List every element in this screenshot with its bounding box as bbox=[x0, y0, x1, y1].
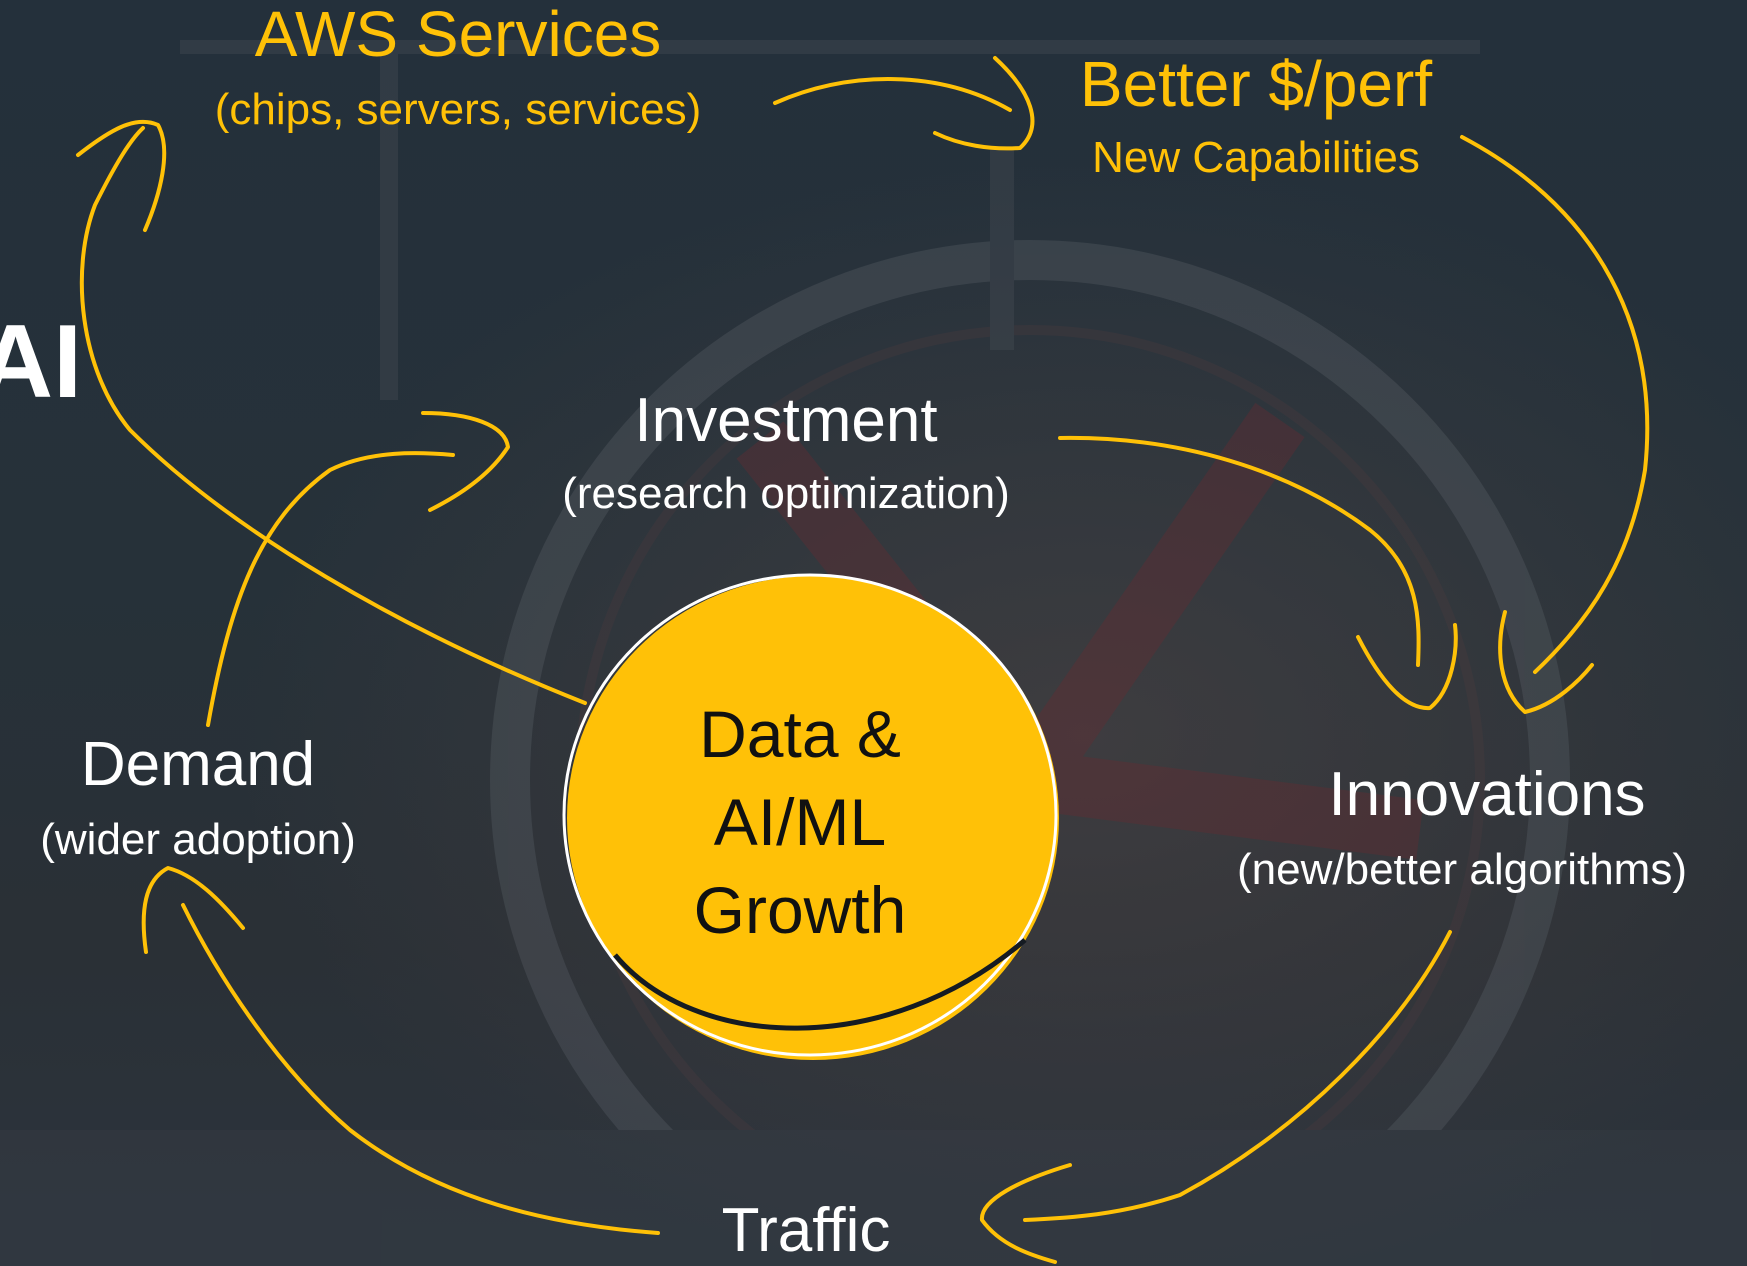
center-line-3: Growth bbox=[693, 873, 907, 947]
arrowhead-demand-to-investment bbox=[421, 411, 510, 512]
demand-subtitle: (wider adoption) bbox=[40, 815, 356, 864]
center-line-1: Data & bbox=[699, 697, 901, 771]
arrow-traffic-to-demand bbox=[181, 903, 660, 1235]
arrow-better-perf-to-innovations bbox=[1460, 135, 1650, 674]
demand-title: Demand bbox=[80, 730, 316, 799]
center-label: Data & AI/ML Growth bbox=[640, 690, 960, 954]
arrowhead-center-to-aws bbox=[76, 119, 167, 232]
arrowhead-investment-to-innovations bbox=[1356, 623, 1458, 711]
investment-title: Investment bbox=[634, 386, 938, 455]
arrowhead-traffic-to-demand bbox=[141, 866, 245, 954]
aws-services-subtitle: (chips, servers, services) bbox=[214, 85, 702, 134]
arrowhead-aws-to-better-perf bbox=[933, 56, 1035, 151]
arrowhead-better-perf-to-innovations bbox=[1498, 610, 1594, 714]
arrow-innovations-to-traffic bbox=[1023, 930, 1452, 1222]
cutoff-title-fragment: AI bbox=[0, 304, 82, 420]
investment-subtitle: (research optimization) bbox=[562, 469, 1010, 518]
better-perf-subtitle: New Capabilities bbox=[1092, 133, 1420, 182]
center-circle bbox=[562, 573, 1059, 1060]
arrow-demand-to-investment bbox=[206, 451, 455, 727]
arrow-aws-to-better-perf bbox=[773, 77, 1012, 112]
traffic-title: Traffic bbox=[721, 1196, 891, 1265]
innovations-title: Innovations bbox=[1328, 760, 1646, 829]
arrow-center-to-aws bbox=[79, 126, 587, 705]
innovations-subtitle: (new/better algorithms) bbox=[1237, 845, 1687, 894]
better-perf-title: Better $/perf bbox=[1079, 48, 1433, 120]
center-line-2: AI/ML bbox=[713, 785, 887, 859]
arrow-investment-to-innovations bbox=[1058, 435, 1421, 667]
aws-services-title: AWS Services bbox=[254, 0, 662, 70]
arrowhead-innovations-to-traffic bbox=[980, 1163, 1072, 1264]
